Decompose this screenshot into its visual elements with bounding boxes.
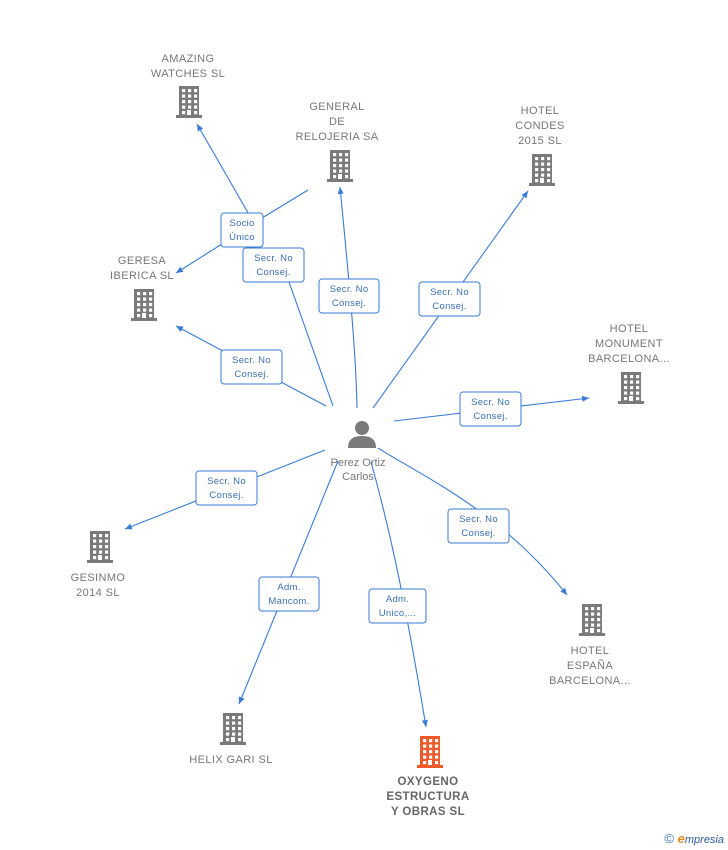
relation-label-oxygeno[interactable]: Adm. Unico,... — [368, 588, 427, 624]
company-node-gesinmo[interactable]: GESINMO 2014 SL — [71, 531, 126, 599]
copyright-symbol: © — [664, 831, 675, 846]
relation-text: Consej. — [256, 267, 290, 278]
building-icon — [529, 154, 555, 186]
relation-text: Secr. No — [430, 287, 469, 298]
company-node-amazing[interactable]: AMAZING WATCHES SL — [151, 53, 225, 118]
relation-label-monument[interactable]: Secr. No Consej. — [459, 391, 522, 427]
company-name: CONDES — [515, 120, 564, 132]
company-name: WATCHES SL — [151, 68, 225, 80]
edge-geresa-socio — [175, 243, 223, 274]
company-name: HOTEL — [610, 323, 649, 335]
relation-text: Secr. No — [254, 253, 293, 264]
company-node-oxygeno[interactable]: OXYGENO ESTRUCTURA Y OBRAS SL — [386, 736, 469, 818]
company-name: GERESA — [118, 255, 167, 267]
company-node-geresa[interactable]: GERESA IBERICA SL — [110, 255, 174, 321]
company-name: ESTRUCTURA — [386, 791, 469, 803]
edge-amazing — [196, 123, 252, 219]
building-icon — [417, 736, 443, 768]
relation-text: Unico,... — [379, 608, 417, 619]
relation-text: Socio — [229, 218, 254, 229]
company-name: OXYGENO — [398, 776, 459, 788]
building-icon — [220, 713, 246, 745]
company-name: BARCELONA... — [588, 353, 670, 365]
company-name: HELIX GARI SL — [189, 754, 272, 766]
relation-text: Secr. No — [232, 355, 271, 366]
company-name: ESPAÑA — [567, 659, 613, 672]
building-icon — [176, 86, 202, 118]
edge-amazing-branch — [261, 189, 309, 219]
company-name: GENERAL — [309, 101, 364, 113]
company-node-helix[interactable]: HELIX GARI SL — [189, 713, 272, 766]
person-icon — [348, 421, 376, 448]
company-node-monument[interactable]: HOTEL MONUMENT BARCELONA... — [588, 323, 670, 404]
empresia-logo-e: e — [677, 831, 685, 846]
company-name: MONUMENT — [595, 338, 663, 350]
relation-text: Adm. — [277, 582, 300, 593]
company-name: 2015 SL — [518, 135, 562, 147]
relation-text: Secr. No — [330, 284, 369, 295]
company-node-condes[interactable]: HOTEL CONDES 2015 SL — [515, 105, 564, 186]
edge-espana — [377, 447, 568, 596]
relation-text: Secr. No — [471, 397, 510, 408]
company-node-espana[interactable]: HOTEL ESPAÑA BARCELONA... — [549, 604, 631, 687]
company-name: HOTEL — [571, 645, 610, 657]
relation-text: Consej. — [432, 301, 466, 312]
company-name: HOTEL — [521, 105, 560, 117]
company-name: BARCELONA... — [549, 675, 631, 687]
building-icon — [327, 150, 353, 182]
relation-text: Mancom. — [268, 596, 309, 607]
relation-text: Consej. — [234, 369, 268, 380]
edge-geresa-secr — [288, 281, 334, 407]
relation-text: Consej. — [332, 298, 366, 309]
relation-text: Secr. No — [459, 514, 498, 525]
relation-text: Secr. No — [207, 476, 246, 487]
building-icon — [618, 372, 644, 404]
relation-label-geresa_b[interactable]: Secr. No Consej. — [242, 247, 305, 283]
company-name: AMAZING — [162, 53, 215, 65]
relation-text: Único — [229, 232, 255, 243]
relation-label-geresa_a[interactable]: Secr. No Consej. — [220, 349, 283, 385]
company-name: IBERICA SL — [110, 270, 174, 282]
building-icon — [131, 289, 157, 321]
relation-label-condes[interactable]: Secr. No Consej. — [418, 281, 481, 317]
company-name: RELOJERIA SA — [295, 131, 378, 143]
relation-label-espana[interactable]: Secr. No Consej. — [447, 508, 510, 544]
relation-text: Consej. — [473, 411, 507, 422]
relation-text: Consej. — [461, 528, 495, 539]
company-name: DE — [329, 116, 345, 128]
person-name: Carlos — [342, 471, 374, 483]
edge-oxygeno — [370, 461, 428, 728]
empresia-logo-text: mpresia — [684, 834, 724, 846]
relation-label-general[interactable]: Secr. No Consej. — [318, 278, 380, 314]
relation-label-helix[interactable]: Adm. Mancom. — [258, 576, 320, 612]
relation-text: Consej. — [209, 490, 243, 501]
building-icon — [579, 604, 605, 636]
company-name: 2014 SL — [76, 587, 120, 599]
person-name: Perez Ortiz — [330, 457, 385, 469]
relation-text: Adm. — [386, 594, 409, 605]
empresia-watermark[interactable]: © empresia — [664, 831, 724, 846]
company-node-general[interactable]: GENERAL DE RELOJERIA SA — [295, 101, 378, 182]
relation-label-gesinmo[interactable]: Secr. No Consej. — [195, 470, 258, 506]
company-name: Y OBRAS SL — [391, 806, 465, 818]
company-name: GESINMO — [71, 572, 126, 584]
building-icon — [87, 531, 113, 563]
